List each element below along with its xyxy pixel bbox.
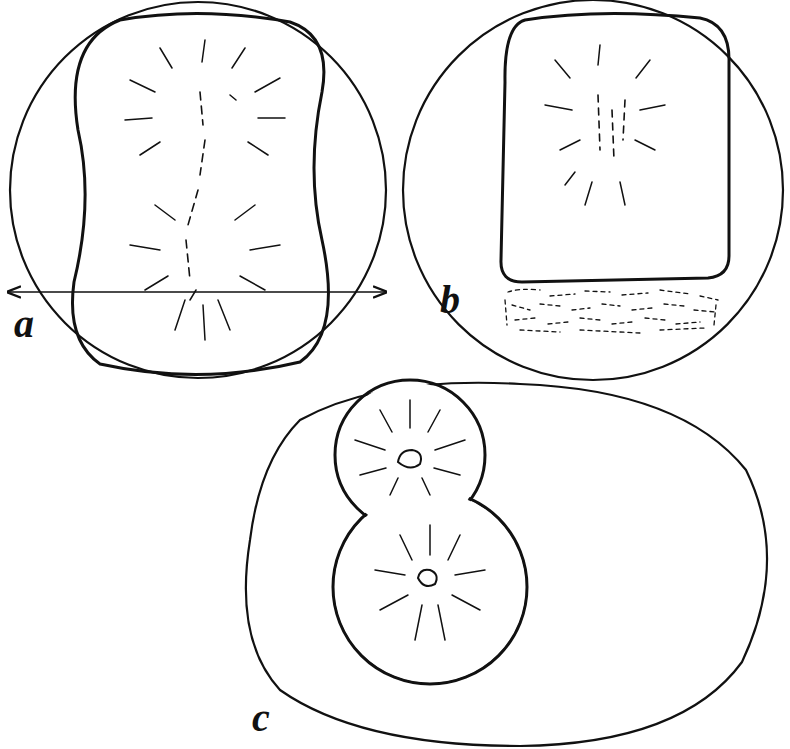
egg-membrane [246, 383, 767, 746]
egg-fragment [501, 13, 729, 282]
egg-membrane [403, 0, 783, 380]
yolk-granules [505, 289, 718, 333]
egg-cytoplasm [72, 13, 328, 374]
spindle [186, 92, 205, 280]
figure-letter: b [440, 280, 460, 320]
cut-line [8, 291, 386, 293]
aster-rays [545, 45, 665, 205]
blastomeres [333, 380, 527, 684]
nucleus [398, 450, 421, 468]
spindle [598, 95, 625, 160]
aster-rays [125, 40, 285, 340]
figure-letter: a [14, 304, 34, 344]
egg-membrane [10, 2, 386, 378]
figure-letter: c [252, 698, 270, 738]
nucleus [418, 570, 437, 586]
aster-rays [355, 400, 485, 640]
